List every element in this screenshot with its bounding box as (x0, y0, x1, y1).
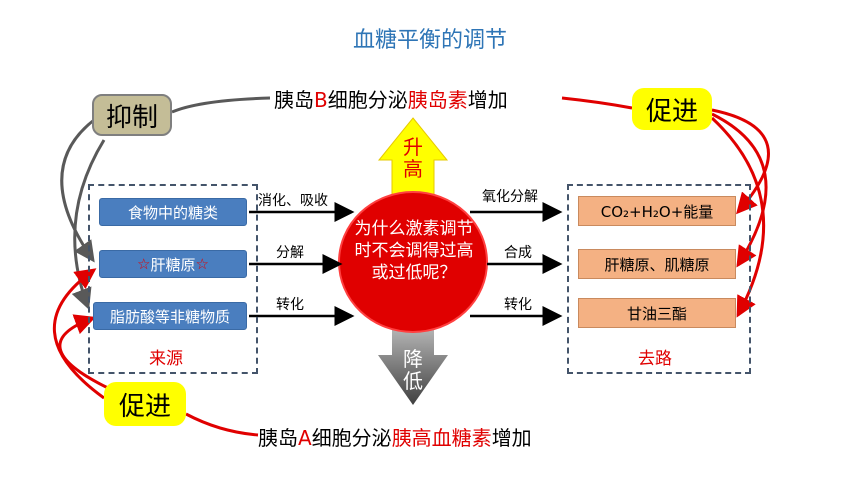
star-icon: ☆ (137, 255, 151, 273)
arrow-label-oxidize: 氧化分解 (482, 189, 538, 205)
page-title: 血糖平衡的调节 (352, 28, 507, 53)
sinks-label: 去路 (638, 349, 672, 369)
promote-bottom-arrow-2 (58, 314, 109, 390)
promote-bottom-line (185, 412, 259, 437)
up-arrow-text: 升 高 (401, 136, 425, 180)
bottom-line-mid: 细胞分泌 (311, 426, 392, 450)
source-liver-glycogen: ☆肝糖原☆ (99, 250, 247, 278)
sink-glycogen: 肝糖原、肌糖原 (578, 249, 736, 279)
down-arrow-shape (378, 322, 448, 405)
down-arrow-text: 降 低 (401, 348, 425, 392)
down-arrow-char-1: 降 (403, 347, 423, 371)
arrow-label-synthesize: 合成 (504, 245, 532, 261)
sinks-panel (567, 184, 751, 374)
inhibit-arrow-1 (60, 118, 95, 263)
inhibit-line (171, 96, 271, 114)
promote-top-arrow-3 (710, 116, 766, 318)
sink-oxidation: CO₂+H₂O+能量 (578, 196, 736, 226)
arrow-label-digest: 消化、吸收 (258, 193, 328, 209)
star-icon: ☆ (195, 255, 209, 273)
source-food-carbs: 食物中的糖类 (99, 198, 247, 226)
bottom-line-suffix: 增加 (491, 426, 532, 450)
top-line-suffix: 增加 (467, 88, 508, 112)
top-line-mid: 细胞分泌 (327, 88, 408, 112)
promote-top-arrow-2 (711, 112, 768, 268)
top-line-hormone: 胰岛素 (407, 88, 468, 112)
promote-bottom-arrow-1 (53, 268, 105, 400)
inhibit-label: 抑制 (92, 94, 172, 136)
sink-triglyceride: 甘油三酯 (578, 298, 736, 328)
promote-bottom-label: 促进 (104, 382, 186, 426)
source-liver-glycogen-label: 肝糖原 (150, 255, 196, 274)
up-arrow-char-1: 升 (403, 135, 423, 159)
sources-label: 来源 (149, 349, 183, 369)
arrow-label-convert-left: 转化 (276, 297, 304, 313)
source-non-sugar: 脂肪酸等非糖物质 (93, 302, 247, 330)
promote-top-arrow-1 (711, 108, 770, 215)
up-arrow-char-2: 高 (403, 157, 423, 181)
bottom-line-hormone: 胰高血糖素 (391, 426, 492, 450)
top-hormone-line: 胰岛B细胞分泌胰岛素增加 (274, 84, 508, 113)
bottom-line-prefix: 胰岛 (258, 426, 298, 450)
down-arrow-char-2: 低 (403, 369, 423, 393)
question-text: 为什么激素调节时不会调得过高或过低呢？ (354, 219, 474, 283)
sources-panel (88, 184, 258, 374)
top-line-letter: B (314, 88, 328, 112)
promote-top-label: 促进 (632, 88, 712, 130)
bottom-line-letter: A (298, 426, 312, 450)
promote-top-line (561, 96, 633, 110)
arrow-label-convert-right: 转化 (504, 297, 532, 313)
arrow-label-decompose: 分解 (276, 245, 304, 261)
bottom-hormone-line: 胰岛A细胞分泌胰高血糖素增加 (258, 422, 532, 451)
top-line-prefix: 胰岛 (274, 88, 314, 112)
